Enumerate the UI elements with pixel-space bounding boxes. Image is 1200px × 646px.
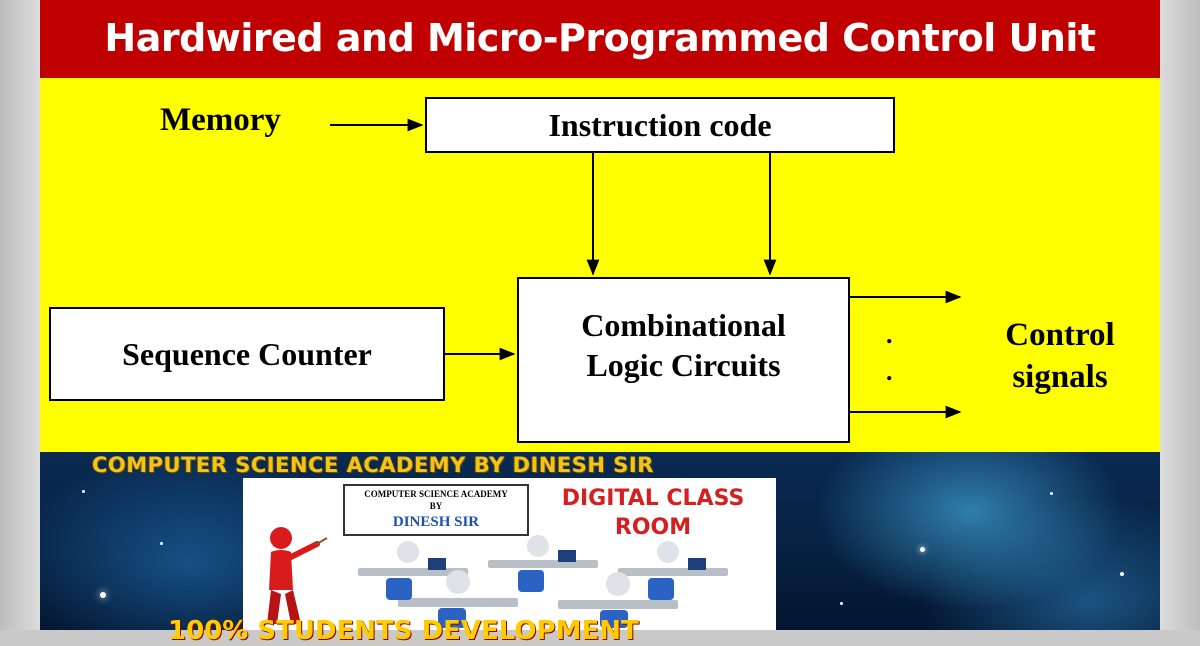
banner-headline: COMPUTER SCIENCE ACADEMY BY DINESH SIR — [92, 453, 654, 477]
star — [1050, 492, 1053, 495]
promo-panel: COMPUTER SCIENCE ACADEMY BY DINESH SIR D… — [243, 478, 776, 630]
banner-footer-text: 100% STUDENTS DEVELOPMENT — [168, 616, 639, 646]
classroom-desks-icon — [358, 535, 728, 628]
logo-line3: DINESH SIR — [392, 514, 480, 530]
slide-title: Hardwired and Micro-Programmed Control U… — [104, 16, 1096, 60]
title-bar: Hardwired and Micro-Programmed Control U… — [40, 0, 1160, 78]
star — [1120, 572, 1124, 576]
right-letterbox — [1160, 0, 1200, 630]
control-signals-line2: signals — [1012, 359, 1108, 395]
sequence-counter-box: Sequence Counter — [49, 307, 445, 401]
left-letterbox — [0, 0, 40, 630]
diagram-area: . . Memory Instruction code Sequence Cou… — [40, 78, 1160, 452]
academy-banner: COMPUTER SCIENCE ACADEMY BY DINESH SIR C… — [40, 452, 1160, 646]
promo-title: DIGITAL CLASS ROOM — [533, 484, 773, 542]
control-signals-label: Control signals — [995, 314, 1125, 398]
logo-line1: COMPUTER SCIENCE ACADEMY — [364, 489, 508, 499]
promo-title-line1: DIGITAL CLASS — [561, 486, 745, 511]
star — [160, 542, 163, 545]
memory-label: Memory — [160, 102, 281, 138]
ellipsis-dot-2: . — [886, 357, 893, 386]
sequence-counter-label: Sequence Counter — [122, 335, 372, 372]
star — [920, 547, 925, 552]
combinational-label-line1: Combinational — [581, 307, 786, 343]
combinational-logic-box: Combinational Logic Circuits — [517, 277, 850, 443]
promo-title-line2: ROOM — [614, 515, 692, 540]
diagram-arrows: . . — [330, 118, 962, 419]
star — [82, 490, 85, 493]
academy-logo-card: COMPUTER SCIENCE ACADEMY BY DINESH SIR — [343, 484, 529, 536]
instruction-code-label: Instruction code — [548, 106, 772, 143]
combinational-label-line2: Logic Circuits — [586, 347, 781, 383]
star — [840, 602, 843, 605]
star — [100, 592, 106, 598]
control-signals-line1: Control — [1005, 317, 1115, 353]
presenter-figure-icon — [267, 527, 328, 624]
instruction-code-box: Instruction code — [425, 97, 895, 153]
logo-line2: BY — [429, 501, 443, 511]
ellipsis-dot-1: . — [886, 320, 893, 349]
slide: Hardwired and Micro-Programmed Control U… — [40, 0, 1160, 646]
